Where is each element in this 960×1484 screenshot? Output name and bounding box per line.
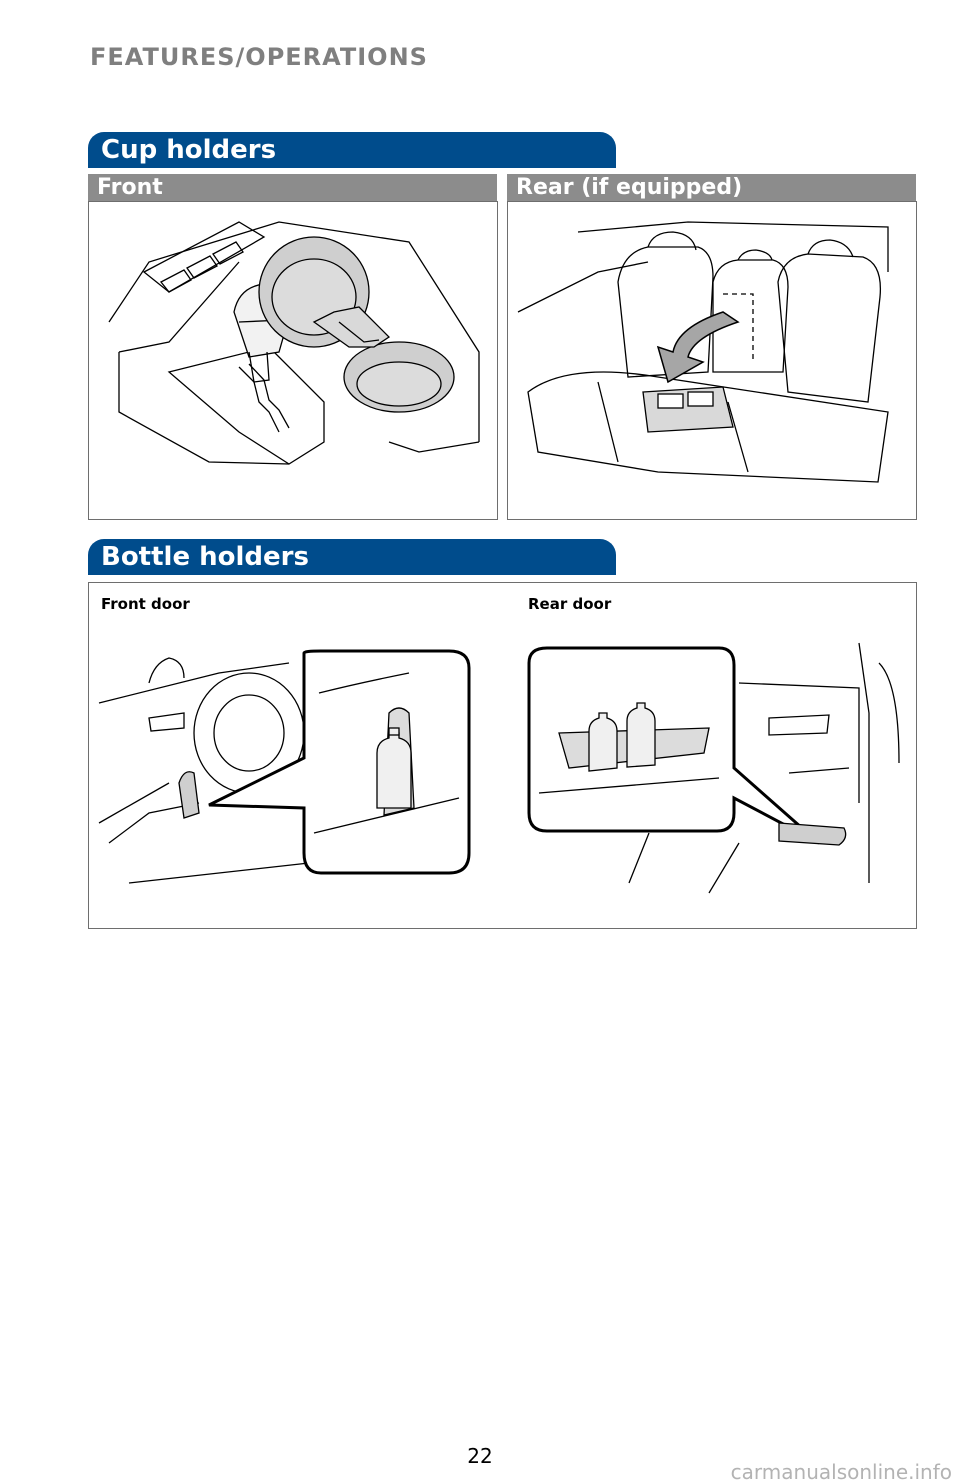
front-door-bottle-callout [208,649,471,875]
bottle-icon [588,702,656,772]
switch-buttons [142,221,266,293]
bottle-icon [376,727,412,809]
bottle-holders-title: Bottle holders [88,539,616,575]
rear-door-label: Rear door [528,595,612,613]
watermark-text: carmanualsonline.info [730,1460,952,1484]
front-cup-holder-illustration [88,201,498,520]
armrest-cup-holder-icon [642,386,734,433]
bottle-holders-illustration [88,582,917,929]
fold-down-arrow-icon [656,311,740,384]
rear-door-bottle-callout [527,646,820,845]
rear-seat [527,231,889,483]
page-number: 22 [467,1444,493,1468]
rear-door-scene [628,642,900,894]
cup-holders-title: Cup holders [88,132,616,168]
section-title: FEATURES/OPERATIONS [90,43,428,71]
cup-holder-icon [258,236,455,413]
front-door-label: Front door [101,595,190,613]
cup-holders-front-label: Front [88,174,497,201]
rear-cup-holder-illustration [507,201,917,520]
cup-holders-rear-label: Rear (if equipped) [507,174,916,201]
